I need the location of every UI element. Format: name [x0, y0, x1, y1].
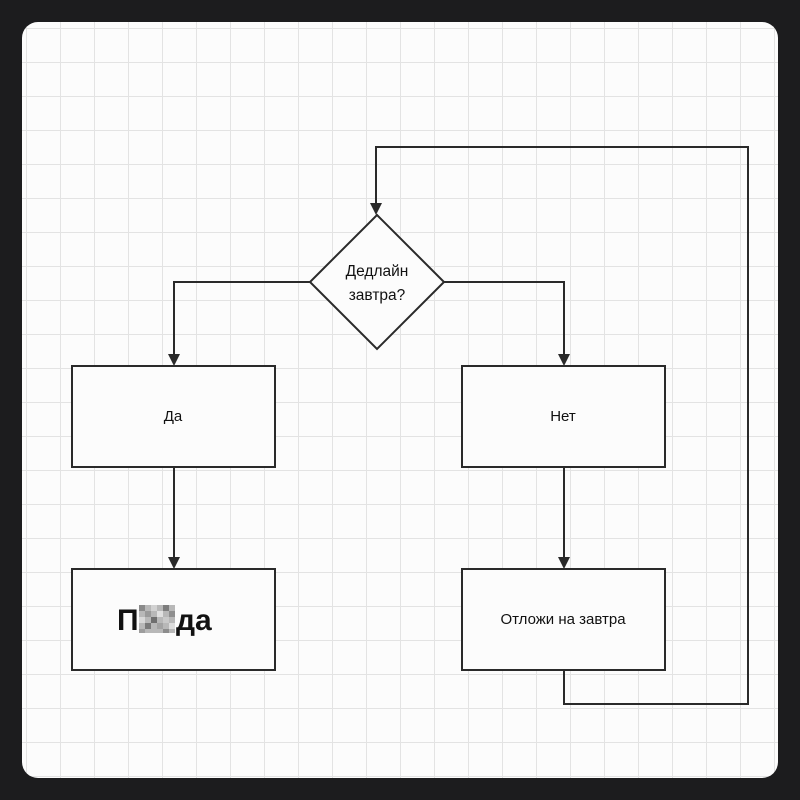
connector-to-no — [444, 281, 570, 366]
postpone-node: Отложи на завтра — [461, 568, 666, 671]
connector-to-yes — [168, 281, 310, 366]
decision-label-line2: завтра? — [349, 287, 406, 304]
censor-mosaic — [139, 605, 175, 633]
yes-node: Да — [71, 365, 276, 468]
no-label: Нет — [550, 408, 576, 425]
yes-label: Да — [164, 408, 183, 425]
decision-label-line1: Дедлайн — [346, 263, 409, 280]
postpone-label: Отложи на завтра — [500, 611, 626, 628]
decision-node: Дедлайн завтра? — [308, 213, 446, 351]
connector-loop-back — [370, 146, 749, 705]
result-yes-prefix: П — [117, 604, 139, 637]
result-yes-suffix: да — [176, 604, 212, 637]
no-node: Нет — [461, 365, 666, 468]
result-yes-node: П да — [71, 568, 276, 671]
